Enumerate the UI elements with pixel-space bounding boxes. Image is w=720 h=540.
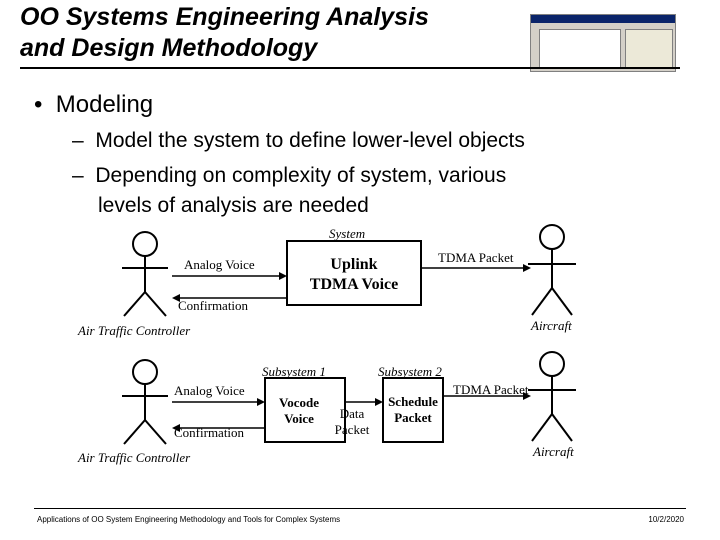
actor-label-aircraft-bottom: Aircraft — [533, 444, 574, 459]
title-underline — [20, 67, 680, 69]
subbullet-1-text: Model the system to define lower-level o… — [95, 129, 525, 152]
thumbnail-titlebar — [531, 15, 675, 23]
arrowhead-analog-voice-bottom — [257, 398, 265, 406]
subsystem-box-1 — [264, 377, 346, 443]
subsystem-1-label: Subsystem 1 — [262, 364, 326, 379]
subbullet-1: – Model the system to define lower-level… — [72, 129, 525, 152]
data-packet-label: Data Packet — [330, 406, 374, 438]
actor-label-atc-bottom: Air Traffic Controller — [78, 450, 191, 465]
arrowhead-confirmation-top — [172, 294, 180, 302]
subbullet-2-text: Depending on complexity of system, vario… — [95, 164, 507, 187]
vocode-line-1: Vocode — [279, 395, 319, 410]
arrowhead-analog-voice-top — [279, 272, 287, 280]
arrowhead-tdma-top — [523, 264, 531, 272]
subsystem-2-label: Subsystem 2 — [378, 364, 442, 379]
actor-label-aircraft-top: Aircraft — [531, 318, 572, 333]
analog-voice-label-bottom: Analog Voice — [174, 383, 245, 398]
subsystem-box-2 — [382, 377, 444, 443]
schedule-line-1: Schedule — [388, 394, 438, 409]
screenshot-thumbnail — [530, 14, 676, 72]
actor-aircraft-bottom — [528, 351, 576, 442]
footer-title: Applications of OO System Engineering Me… — [37, 515, 341, 524]
vocode-line-2: Voice — [284, 411, 314, 426]
vocode-voice-label: Vocode Voice — [268, 395, 330, 427]
footer-rule — [34, 508, 686, 509]
thumbnail-pane-left — [539, 29, 621, 69]
arrowhead-data-packet — [375, 398, 383, 406]
tdma-packet-label-top: TDMA Packet — [438, 250, 514, 265]
confirmation-label-top: Confirmation — [178, 298, 249, 313]
bullet-modeling: • Modeling — [34, 91, 154, 118]
slide-title: OO Systems Engineering Analysis and Desi… — [20, 2, 429, 64]
analog-voice-label-top: Analog Voice — [184, 257, 255, 272]
schedule-line-2: Packet — [394, 410, 432, 425]
process-line-2: TDMA Voice — [309, 276, 399, 293]
arrowhead-confirmation-bottom — [172, 424, 180, 432]
title-line-2: and Design Methodology — [20, 34, 318, 62]
subbullet-2-cont: levels of analysis are needed — [98, 194, 369, 217]
arrowhead-tdma-bottom — [523, 392, 531, 400]
data-line-2: Packet — [334, 422, 370, 437]
process-line-1: Uplink — [330, 256, 378, 273]
schedule-packet-label: Schedule Packet — [384, 394, 442, 426]
actor-air-traffic-controller-top — [122, 231, 168, 317]
process-box-uplink — [286, 240, 422, 306]
actor-aircraft-top — [528, 224, 576, 316]
subbullet-2: – Depending on complexity of system, var… — [72, 164, 507, 187]
system-label: System — [329, 226, 366, 241]
bullet-text: Modeling — [55, 91, 154, 118]
thumbnail-pane-right — [625, 29, 673, 69]
confirmation-label-bottom: Confirmation — [174, 425, 245, 440]
data-line-1: Data — [339, 406, 365, 421]
actor-air-traffic-controller-bottom — [122, 359, 168, 445]
footer-date: 10/2/2020 — [648, 515, 684, 524]
process-uplink-label: Uplink TDMA Voice — [287, 255, 421, 295]
title-line-1: OO Systems Engineering Analysis — [20, 3, 429, 31]
actor-label-atc-top: Air Traffic Controller — [78, 323, 191, 338]
tdma-packet-label-bottom: TDMA Packet — [453, 382, 529, 397]
